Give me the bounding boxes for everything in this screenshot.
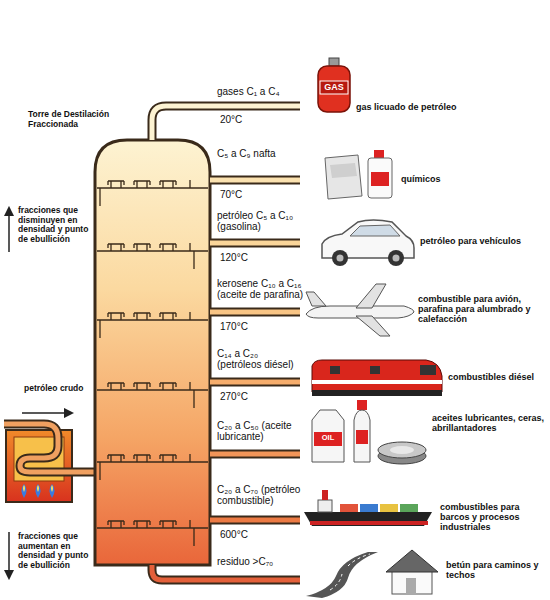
temperature: 270°C <box>220 391 260 402</box>
outlet-pipe-outline <box>152 565 300 580</box>
outlet-pipe-outline <box>210 516 300 525</box>
outlet-pipe-outline <box>152 106 300 140</box>
fraction-name: C₂₀ a C₅₀ (aceite lubricante) <box>217 420 302 442</box>
trend-note: fracciones que aumentan en densidad y pu… <box>18 532 94 570</box>
input-label: petróleo crudo <box>24 384 84 394</box>
downcomer <box>193 390 194 408</box>
fraction-name: C₁₄ a C₂₀ (petróleos diésel) <box>217 348 302 370</box>
temperature: 20°C <box>220 114 260 125</box>
fraction-name: kerosene C₁₀ a C₁₆ (aceite de parafina) <box>217 278 305 300</box>
outlet-pipe-outline <box>210 176 300 185</box>
draw-off <box>189 520 190 528</box>
tower-title: Torre de Destilación Fraccionada <box>28 110 120 129</box>
bubble-cap <box>108 244 124 251</box>
downcomer <box>99 320 100 338</box>
tray <box>97 250 208 252</box>
outlet-pipe-outline <box>210 378 300 387</box>
tray <box>97 319 208 321</box>
product-label: petróleo para vehículos <box>420 236 545 246</box>
product-label: aceites lubricantes, ceras, abrillantado… <box>432 413 545 433</box>
draw-off <box>189 243 190 251</box>
temperature: 70°C <box>220 189 260 200</box>
jug-text: OIL <box>314 434 342 442</box>
product-label: combustibles para barcos y procesos indu… <box>440 502 544 532</box>
crude-pipe-outline <box>4 424 95 472</box>
outlet-pipe <box>210 452 300 457</box>
product-label: químicos <box>401 174 471 184</box>
bubble-cap <box>160 383 176 390</box>
downcomer <box>99 188 100 206</box>
bubble-cap <box>160 521 176 528</box>
fraction-name: petróleo C₅ a C₁₀ (gasolina) <box>217 210 302 232</box>
bubble-cap <box>134 383 150 390</box>
outlet-pipe <box>210 241 300 246</box>
outlet-pipe <box>210 518 300 523</box>
tray <box>97 187 208 189</box>
bubble-cap <box>134 244 150 251</box>
draw-off <box>189 180 190 188</box>
product-label: betún para caminos y techos <box>446 560 544 580</box>
tray <box>97 461 208 463</box>
outlet-pipe <box>152 565 300 580</box>
crude-pipe <box>4 424 95 472</box>
fraction-name: gases C₁ a C₄ <box>217 86 297 97</box>
tray <box>97 527 208 529</box>
downcomer <box>193 251 194 269</box>
fraction-name: residuo >C₇₀ <box>217 556 297 567</box>
bubble-cap <box>134 181 150 188</box>
product-label: combustibles diésel <box>448 372 546 382</box>
temperature: 120°C <box>220 252 260 263</box>
outlet-pipe <box>152 106 300 140</box>
temperature: 170°C <box>220 321 260 332</box>
bubble-cap <box>108 383 124 390</box>
outlet-pipe <box>210 310 300 315</box>
outlet-pipe <box>210 380 300 385</box>
bubble-cap <box>108 181 124 188</box>
bubble-cap <box>134 455 150 462</box>
bubble-cap <box>108 521 124 528</box>
bubble-cap <box>108 455 124 462</box>
bubble-cap <box>160 455 176 462</box>
trend-note: fracciones que disminuyen en densidad y … <box>18 206 94 244</box>
outlet-pipe-outline <box>210 239 300 248</box>
fraction-name: C₂₀ a C₇₀ (petróleo combustible) <box>217 484 302 506</box>
downcomer <box>99 462 100 480</box>
product-label: gas licuado de petróleo <box>356 102 476 112</box>
fraction-name: C₅ a C₉ nafta <box>217 148 277 159</box>
downcomer <box>193 528 194 546</box>
bubble-cap <box>134 521 150 528</box>
draw-off <box>189 454 190 462</box>
draw-off <box>189 382 190 390</box>
draw-off <box>189 312 190 320</box>
bubble-cap <box>108 313 124 320</box>
outlet-pipe-outline <box>210 308 300 317</box>
outlet-pipe-outline <box>210 450 300 459</box>
bubble-cap <box>160 181 176 188</box>
temperature: 600°C <box>220 529 260 540</box>
bubble-cap <box>160 313 176 320</box>
product-label: combustible para avión, parafina para al… <box>418 294 544 324</box>
bubble-cap <box>134 313 150 320</box>
outlet-pipe <box>210 178 300 183</box>
cylinder-text: GAS <box>320 82 348 92</box>
tray <box>97 389 208 391</box>
bubble-cap <box>160 244 176 251</box>
